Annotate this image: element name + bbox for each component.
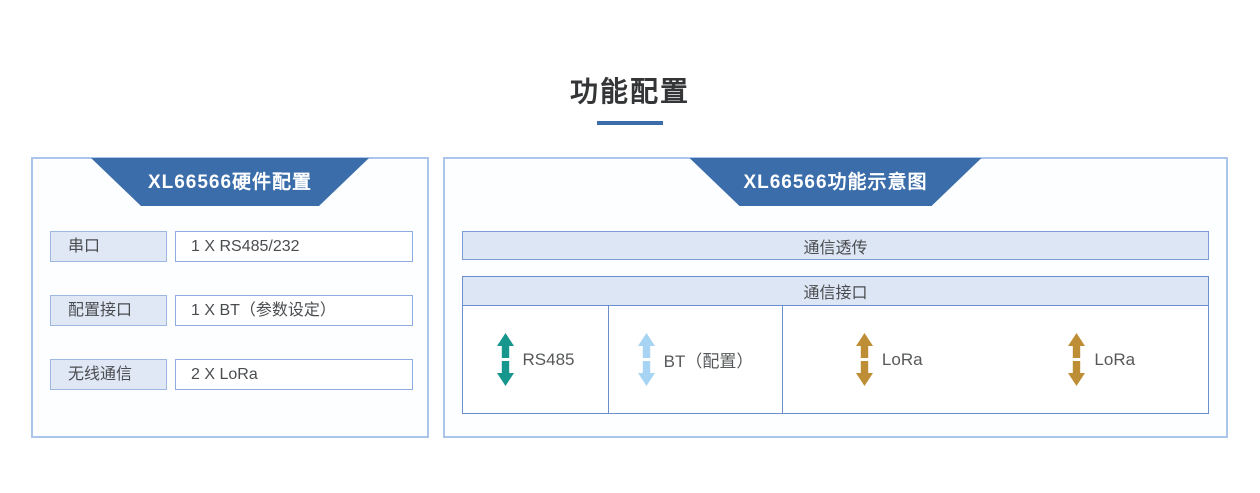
- interface-table: 通信接口 RS485: [462, 276, 1209, 414]
- table-row: 配置接口 1 X BT（参数设定）: [50, 295, 413, 326]
- cell-label: LoRa: [881, 349, 923, 369]
- row-label: 配置接口: [50, 295, 167, 326]
- function-diagram-panel: XL66566功能示意图 通信透传 通信接口 RS485: [443, 157, 1228, 438]
- interface-cell-rs485: RS485: [463, 306, 609, 413]
- row-label: 无线通信: [50, 359, 167, 390]
- transparent-transmission-bar: 通信透传: [462, 231, 1209, 260]
- cell-label: BT（配置）: [663, 352, 754, 371]
- page-title: 功能配置: [569, 76, 690, 107]
- hardware-rows: 串口 1 X RS485/232 配置接口 1 X BT（参数设定） 无线通信 …: [50, 231, 413, 419]
- title-underline: [597, 121, 663, 125]
- row-label: 串口: [50, 231, 167, 262]
- row-value: 2 X LoRa: [175, 359, 413, 390]
- double-arrow-icon: [855, 333, 873, 386]
- double-arrow-icon: [637, 333, 655, 386]
- page-header: 功能配置: [0, 70, 1260, 125]
- lora-group-2: LoRa: [996, 306, 1209, 413]
- interface-cell-bt: BT（配置）: [609, 306, 783, 413]
- row-value: 1 X RS485/232: [175, 231, 413, 262]
- row-value: 1 X BT（参数设定）: [175, 295, 413, 326]
- interface-table-body: RS485 BT（配置）: [463, 306, 1208, 413]
- function-panel-title: XL66566功能示意图: [690, 158, 982, 206]
- hardware-panel-title: XL66566硬件配置: [91, 158, 369, 206]
- interface-cell-lora: LoRa LoRa: [783, 306, 1208, 413]
- rs485-group: RS485: [496, 333, 575, 386]
- table-row: 串口 1 X RS485/232: [50, 231, 413, 262]
- double-arrow-icon: [496, 333, 514, 386]
- lora-group: LoRa: [1068, 333, 1135, 386]
- lora-group-1: LoRa: [783, 306, 996, 413]
- bt-group: BT（配置）: [637, 333, 754, 386]
- lora-group: LoRa: [855, 333, 923, 386]
- hardware-config-panel: XL66566硬件配置 串口 1 X RS485/232 配置接口 1 X BT…: [31, 157, 429, 438]
- interface-table-header: 通信接口: [463, 277, 1208, 306]
- double-arrow-icon: [1068, 333, 1086, 386]
- table-row: 无线通信 2 X LoRa: [50, 359, 413, 390]
- cell-label: LoRa: [1094, 349, 1136, 369]
- cell-label: RS485: [522, 349, 575, 369]
